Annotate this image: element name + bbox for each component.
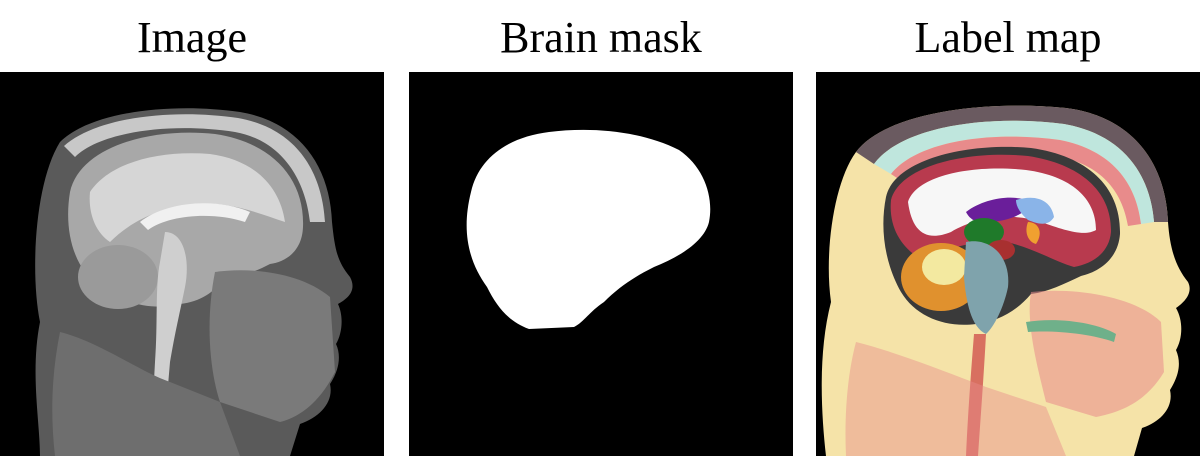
label-cerebellum-inner bbox=[922, 249, 966, 285]
label-ventricle bbox=[966, 197, 1031, 223]
label-brainstem bbox=[964, 241, 1009, 334]
mri-face bbox=[209, 270, 335, 422]
label-accent-green bbox=[1026, 320, 1116, 342]
mri-gyri bbox=[89, 153, 285, 242]
panel-title-label-map: Label map bbox=[914, 13, 1102, 62]
label-caudate bbox=[1016, 197, 1054, 224]
label-spinal-cord bbox=[966, 334, 986, 456]
label-neck-tissue bbox=[845, 342, 1066, 456]
label-map-image bbox=[816, 72, 1200, 456]
mask-region bbox=[466, 129, 711, 329]
panel-label-map: Label map bbox=[816, 0, 1200, 456]
label-putamen bbox=[1026, 222, 1040, 244]
panel-image: Image bbox=[0, 0, 384, 456]
mri-corpus-callosum bbox=[140, 203, 250, 230]
label-cyan-band bbox=[874, 120, 1154, 224]
panel-title-brain-mask: Brain mask bbox=[500, 13, 702, 62]
label-skull-band bbox=[891, 136, 1141, 226]
brain-mask-image bbox=[409, 72, 793, 456]
mri-neck bbox=[52, 332, 241, 456]
mri-image bbox=[0, 72, 384, 456]
label-thalamus bbox=[964, 218, 1004, 246]
panel-brain-mask: Brain mask bbox=[409, 0, 793, 456]
mri-cerebellum bbox=[78, 245, 158, 309]
panel-title-image: Image bbox=[137, 13, 247, 62]
